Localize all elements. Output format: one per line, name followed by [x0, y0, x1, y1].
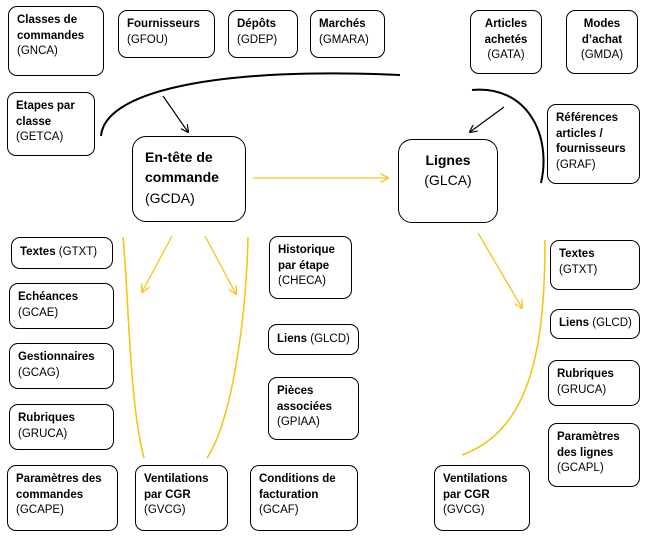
- arc-right-upper: [471, 88, 545, 184]
- node-gtxt-left-code: (GTXT): [58, 246, 98, 259]
- node-gata-code: (GATA): [487, 49, 525, 62]
- node-gata-title: Articles achetés: [484, 18, 528, 46]
- node-checa-code: (CHECA): [278, 275, 326, 288]
- node-gdep-title: Dépôts: [237, 18, 276, 30]
- node-gcae-code: (GCAE): [18, 306, 59, 319]
- node-gdep[interactable]: Dépôts (GDEP): [228, 10, 298, 58]
- node-gcag[interactable]: Gestionnaires (GCAG): [9, 343, 114, 389]
- node-getca-title: Etapes par classe: [16, 100, 75, 128]
- arrow-to-gcda: [162, 95, 188, 132]
- node-glcd-left-title: Liens: [277, 332, 308, 345]
- node-glcd-left-code: (GLCD): [310, 332, 350, 345]
- node-gruca-right-title: Rubriques: [557, 368, 614, 380]
- node-gcape-code: (GCAPE): [16, 504, 64, 517]
- node-getca-code: (GETCA): [16, 131, 64, 144]
- node-gfou[interactable]: Fournisseurs (GFOU): [118, 10, 215, 58]
- node-gcda[interactable]: En-tête de commande (GCDA): [132, 136, 246, 222]
- node-gcapl-title: Paramètres des lignes: [557, 431, 620, 459]
- node-gpiaa-code: (GPIAA): [277, 416, 320, 429]
- node-gmara[interactable]: Marchés (GMARA): [310, 10, 385, 58]
- node-gruca-right-code: (GRUCA): [557, 383, 607, 396]
- arc-left-upper: [100, 72, 401, 137]
- node-gruca-right[interactable]: Rubriques (GRUCA): [548, 360, 640, 406]
- arrow-gcda-right-group: [204, 235, 236, 294]
- node-gvcg-right-code: (GVCG): [443, 504, 485, 517]
- bracket-right-group: [461, 239, 546, 456]
- node-gcape[interactable]: Paramètres des commandes (GCAPE): [7, 465, 118, 531]
- node-gpiaa-title: Pièces associées: [277, 385, 332, 413]
- node-gdep-code: (GDEP): [237, 33, 278, 46]
- node-gtxt-left-title: Textes: [20, 246, 56, 259]
- node-gcda-title: En-tête de commande: [145, 149, 219, 186]
- node-gruca-left[interactable]: Rubriques (GRUCA): [9, 404, 114, 450]
- node-gcape-title: Paramètres des commandes: [16, 473, 102, 501]
- node-gpiaa[interactable]: Pièces associées (GPIAA): [268, 377, 359, 440]
- node-graf-title: Références articles / fournisseurs: [556, 112, 626, 156]
- node-gtxt-right[interactable]: Textes (GTXT): [550, 240, 640, 290]
- node-gfou-code: (GFOU): [127, 33, 168, 46]
- node-gruca-left-title: Rubriques: [18, 412, 75, 424]
- node-graf-code: (GRAF): [556, 158, 596, 171]
- node-gcaf-code: (GCAF): [259, 504, 299, 517]
- node-gnca-title: Classes de commandes: [17, 14, 85, 42]
- node-gvcg-left[interactable]: Ventilations par CGR (GVCG): [135, 465, 228, 531]
- node-gmara-title: Marchés: [319, 18, 366, 30]
- node-gruca-left-code: (GRUCA): [18, 427, 68, 440]
- node-glca[interactable]: Lignes (GLCA): [398, 139, 498, 223]
- node-gtxt-right-code: (GTXT): [559, 263, 598, 276]
- node-gtxt-left[interactable]: Textes (GTXT): [11, 237, 113, 269]
- node-glcd-right-code: (GLCD): [592, 317, 632, 330]
- node-gata[interactable]: Articles achetés (GATA): [470, 10, 542, 74]
- arrow-gcda-left-group: [142, 235, 173, 292]
- node-gcaf-title: Conditions de facturation: [259, 473, 336, 501]
- node-glcd-left[interactable]: Liens (GLCD): [268, 324, 359, 355]
- bracket-left-group: [122, 236, 145, 459]
- node-gvcg-left-code: (GVCG): [144, 504, 186, 517]
- node-graf[interactable]: Références articles / fournisseurs (GRAF…: [547, 104, 640, 184]
- node-gcag-title: Gestionnaires: [18, 351, 95, 363]
- node-gvcg-right[interactable]: Ventilations par CGR (GVCG): [434, 465, 530, 531]
- node-gvcg-right-title: Ventilations par CGR: [443, 473, 508, 501]
- node-gmara-code: (GMARA): [319, 33, 369, 46]
- node-glcd-right[interactable]: Liens (GLCD): [550, 309, 640, 339]
- node-gfou-title: Fournisseurs: [127, 18, 200, 30]
- arrow-glca-group: [477, 232, 522, 308]
- node-getca[interactable]: Etapes par classe (GETCA): [7, 92, 95, 156]
- node-gcda-code: (GCDA): [145, 189, 195, 206]
- bracket-middle-group: [206, 236, 249, 459]
- node-gmda-title: Modes d’achat: [581, 18, 623, 46]
- node-gcaf[interactable]: Conditions de facturation (GCAF): [250, 465, 358, 531]
- node-gnca-code: (GNCA): [17, 45, 58, 58]
- node-glca-code: (GLCA): [424, 172, 472, 189]
- node-gcapl-code: (GCAPL): [557, 462, 604, 475]
- node-gmda-code: (GMDA): [580, 49, 624, 62]
- node-checa[interactable]: Historique par étape (CHECA): [269, 236, 352, 299]
- node-gvcg-left-title: Ventilations par CGR: [144, 473, 209, 501]
- arrow-to-glca: [470, 106, 505, 132]
- node-checa-title: Historique par étape: [278, 244, 335, 272]
- node-glcd-right-title: Liens: [559, 317, 590, 330]
- node-gcapl[interactable]: Paramètres des lignes (GCAPL): [548, 423, 640, 487]
- node-gnca[interactable]: Classes de commandes (GNCA): [8, 6, 104, 76]
- node-gcag-code: (GCAG): [18, 366, 60, 379]
- node-gcae-title: Echéances: [18, 291, 79, 303]
- node-gmda[interactable]: Modes d’achat (GMDA): [566, 10, 638, 74]
- node-gcae[interactable]: Echéances (GCAE): [9, 283, 114, 329]
- node-glca-title: Lignes: [425, 152, 471, 168]
- node-gtxt-right-title: Textes: [559, 248, 595, 260]
